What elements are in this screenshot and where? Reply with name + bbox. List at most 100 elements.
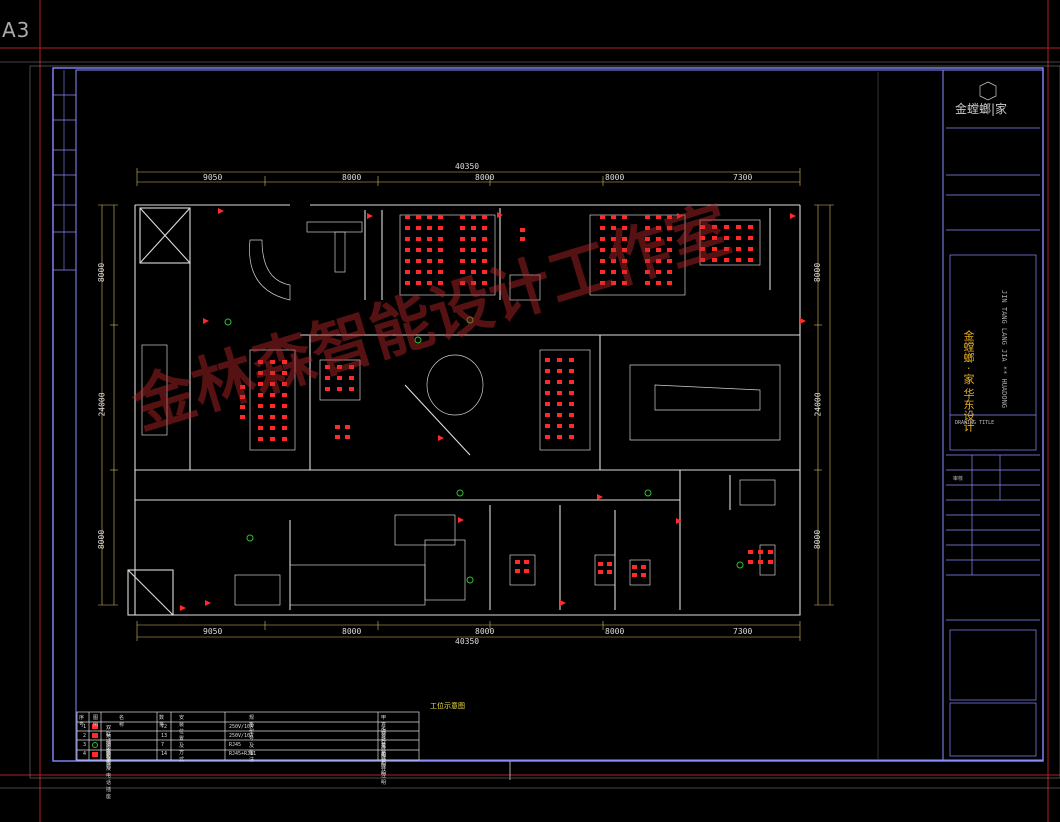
desk-chair: [416, 281, 421, 285]
desk-chair: [768, 550, 773, 554]
legend-header-note: 甲方确认意见: [381, 715, 387, 756]
legend-header-no: 序号: [79, 715, 85, 728]
desk-chair: [758, 560, 763, 564]
desk-chair: [645, 270, 650, 274]
desk-chair: [656, 259, 661, 263]
desk-chair: [645, 237, 650, 241]
desk-chair: [611, 270, 616, 274]
desk-chair: [416, 237, 421, 241]
floor-outlet-symbol: [466, 576, 474, 584]
desk-chair: [600, 270, 605, 274]
desk-chair: [240, 385, 245, 389]
legend-row-no: 3: [83, 742, 87, 748]
desk-chair: [460, 248, 465, 252]
desk-chair: [270, 393, 275, 397]
desk-chair: [736, 236, 741, 240]
desk-chair: [557, 358, 562, 362]
desk-chair: [611, 281, 616, 285]
desk-chair: [569, 391, 574, 395]
dim-right-3: 8000: [813, 529, 823, 550]
wall-outlet-symbol: [677, 213, 683, 219]
desk-chair: [482, 226, 487, 230]
desk-chair: [700, 258, 705, 262]
desk-chair: [471, 270, 476, 274]
wall-outlet-symbol: [367, 213, 373, 219]
desk-chair: [700, 225, 705, 229]
desk-chair: [656, 270, 661, 274]
wall-outlet-symbol: [800, 318, 806, 324]
desk-chair: [258, 404, 263, 408]
dim-top-5: 7300: [733, 173, 753, 182]
desk-chair: [607, 570, 612, 574]
legend-header-spec: 规格型号及备注: [249, 715, 255, 763]
green-outlets: [92, 316, 744, 748]
desk-chair: [598, 570, 603, 574]
desk-chair: [748, 560, 753, 564]
desk-chair: [545, 424, 550, 428]
legend-row-note: 见另行注明: [381, 734, 387, 768]
legend-row-spec: RJ45: [229, 742, 242, 748]
legend-header-symbol: 图例: [93, 715, 99, 728]
legend-row-note: 见另行注明: [381, 743, 387, 777]
legend-row-spec: 250V/10A: [229, 724, 254, 730]
desk-chair: [240, 415, 245, 419]
desk-chair: [460, 226, 465, 230]
desk-chair: [416, 259, 421, 263]
desk-chair: [349, 387, 354, 391]
desk-chair: [600, 281, 605, 285]
desk-chair: [569, 380, 574, 384]
desk-chair: [645, 215, 650, 219]
dim-right-1: 8000: [813, 262, 823, 283]
dim-right-2: 24000: [813, 392, 823, 417]
wall-outlet-symbol: [597, 494, 603, 500]
legend-symbol: [92, 752, 98, 757]
floor-outlet-symbol: [644, 489, 652, 497]
desk-chair: [545, 413, 550, 417]
desk-chair: [545, 391, 550, 395]
desk-chair: [282, 382, 287, 386]
company-logo: 金螳螂|家: [955, 102, 1008, 116]
desk-chair: [325, 387, 330, 391]
dim-bottom-3: 8000: [475, 627, 495, 636]
dim-top-2: 8000: [342, 173, 362, 182]
desk-chair: [712, 247, 717, 251]
dim-top-3: 8000: [475, 173, 495, 182]
desk-chair: [656, 237, 661, 241]
wall-outlet-symbol: [218, 208, 224, 214]
legend-header-qty: 数量: [159, 715, 165, 728]
desk-chair: [724, 236, 729, 240]
desk-chair: [258, 415, 263, 419]
desk-chair: [622, 237, 627, 241]
desk-chair: [622, 248, 627, 252]
dim-top-4: 8000: [605, 173, 625, 182]
desk-chair: [712, 225, 717, 229]
desk-chair: [736, 247, 741, 251]
desk-chair: [438, 237, 443, 241]
desk-chair: [557, 402, 562, 406]
desk-chair: [569, 358, 574, 362]
legend-row-no: 1: [83, 724, 87, 730]
desk-chair: [557, 424, 562, 428]
desk-chair: [569, 402, 574, 406]
desk-chair: [748, 247, 753, 251]
desk-chair: [258, 426, 263, 430]
desk-chair: [700, 247, 705, 251]
wall-outlet-symbol: [180, 605, 186, 611]
legend-row-no: 2: [83, 733, 87, 739]
desk-chair: [438, 215, 443, 219]
desk-chair: [416, 270, 421, 274]
desk-chair: [736, 258, 741, 262]
desk-chair: [748, 550, 753, 554]
desk-chair: [282, 437, 287, 441]
dim-left-2: 24000: [97, 392, 107, 417]
desk-chair: [700, 236, 705, 240]
project-name: 金螳螂 · 家 华东设计: [962, 330, 975, 432]
wall-outlet-symbol: [497, 212, 503, 218]
desk-chair: [270, 426, 275, 430]
desk-chair: [557, 413, 562, 417]
desk-chair: [712, 236, 717, 240]
wall-outlet-symbol: [438, 435, 444, 441]
desk-chair: [460, 259, 465, 263]
desk-chair: [482, 259, 487, 263]
